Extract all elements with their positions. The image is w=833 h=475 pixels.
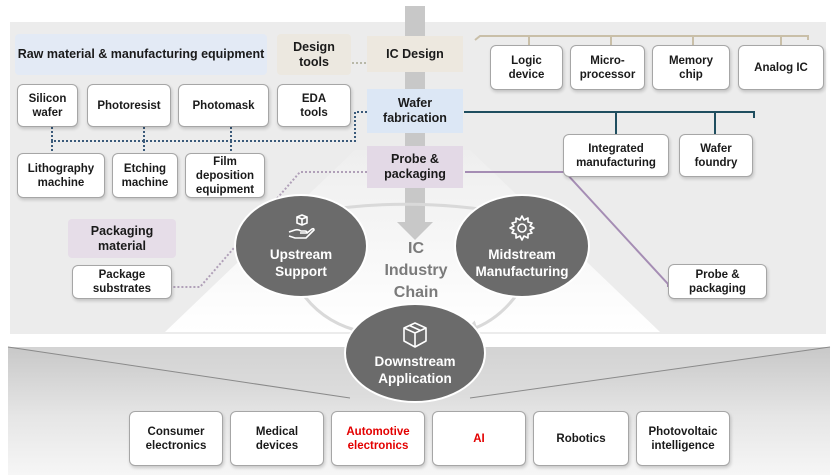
ic-microprocessor: Micro- processor [570, 45, 645, 90]
material-photomask: Photomask [178, 84, 269, 127]
material-photoresist: Photoresist [87, 84, 171, 127]
upstream-support-circle: Upstream Support [234, 194, 368, 298]
funnel-edge-right [469, 346, 831, 399]
raw-material-header: Raw material & manufacturing equipment [15, 34, 267, 75]
app-photovoltaic-intelligence: Photovoltaic intelligence [636, 411, 730, 466]
design-tools-header: Design tools [277, 34, 351, 75]
package-box-icon [403, 321, 427, 348]
hand-box-icon [288, 213, 315, 239]
app-automotive-electronics: Automotive electronics [331, 411, 425, 466]
fab-integrated-manufacturing: Integrated manufacturing [563, 134, 669, 177]
downstream-application-circle: Downstream Application [344, 303, 486, 403]
gear-icon [509, 214, 535, 241]
chain-wafer-fabrication: Wafer fabrication [367, 89, 463, 133]
design-connector [474, 35, 809, 41]
equipment-etching: Etching machine [112, 153, 178, 198]
chain-probe-packaging: Probe & packaging [367, 146, 463, 188]
packaging-dotted [172, 171, 367, 288]
equipment-dotted [51, 111, 367, 153]
probe-packaging-box: Probe & packaging [668, 264, 767, 299]
ic-memory-chip: Memory chip [652, 45, 730, 90]
fab-connector [464, 111, 755, 118]
midstream-manufacturing-label: Midstream Manufacturing [475, 246, 569, 279]
funnel-edge-left [7, 346, 351, 399]
upstream-support-label: Upstream Support [269, 246, 333, 279]
equipment-lithography: Lithography machine [17, 153, 105, 198]
ic-industry-chain-label: IC Industry Chain [384, 240, 448, 301]
equipment-film-deposition: Film deposition equipment [185, 153, 265, 198]
app-consumer-electronics: Consumer electronics [129, 411, 223, 466]
ic-analog: Analog IC [738, 45, 824, 90]
fab-wafer-foundry: Wafer foundry [679, 134, 753, 177]
eda-tools: EDA tools [277, 84, 351, 127]
downstream-application-label: Downstream Application [374, 353, 456, 386]
chain-ic-design: IC Design [367, 36, 463, 72]
ic-logic-device: Logic device [490, 45, 563, 90]
packaging-material-header: Packaging material [68, 219, 176, 258]
app-medical-devices: Medical devices [230, 411, 324, 466]
app-ai: AI [432, 411, 526, 466]
material-silicon-wafer: Silicon wafer [17, 84, 78, 127]
app-robotics: Robotics [533, 411, 629, 466]
midstream-manufacturing-circle: Midstream Manufacturing [454, 194, 590, 298]
package-substrates: Package substrates [72, 265, 172, 299]
